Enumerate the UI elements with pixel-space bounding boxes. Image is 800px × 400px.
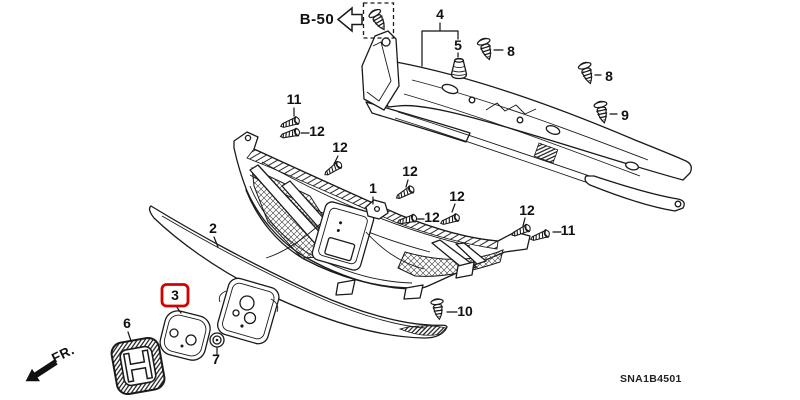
- emblem-housing: [217, 277, 280, 345]
- callout-5[interactable]: 5: [454, 37, 462, 53]
- screw-part12-b: [322, 159, 344, 179]
- grille-molding-part2: [148, 205, 448, 345]
- fr-direction-arrow: [25, 359, 58, 382]
- highlight-box-part3: [160, 283, 190, 308]
- callouts: 4 5 8 8 9 11 12 12 12 12 12 12 11 1 2 6 …: [123, 6, 629, 367]
- grille-rim-band: [246, 148, 499, 250]
- clip-part10: [429, 297, 447, 321]
- callout-12-c[interactable]: 12: [402, 163, 418, 179]
- callout-1[interactable]: 1: [369, 180, 377, 196]
- hood-air-guide-part4: [361, 30, 692, 212]
- b50-label[interactable]: B-50: [300, 11, 335, 28]
- b50-arrow-icon: [336, 6, 363, 33]
- screw-part12-a: [278, 127, 301, 141]
- h-logo-glyph: [122, 349, 154, 383]
- screw-part12-c: [394, 184, 416, 202]
- clip-part8-left: [475, 36, 497, 63]
- callout-2[interactable]: 2: [209, 220, 217, 236]
- callout-12-b[interactable]: 12: [332, 139, 348, 155]
- b50-dashed-box: [362, 2, 395, 39]
- callout-12-d[interactable]: 12: [424, 209, 440, 225]
- callout-4[interactable]: 4: [436, 6, 444, 22]
- b50-reference: B-50: [300, 2, 395, 39]
- screw-part11-upper-left: [278, 115, 302, 131]
- fasteners: [278, 6, 612, 321]
- callout-8-b[interactable]: 8: [605, 68, 613, 84]
- callout-9[interactable]: 9: [621, 107, 629, 123]
- honda-h-emblem-part6: [110, 336, 166, 396]
- callout-12-a[interactable]: 12: [309, 123, 325, 139]
- callout-12-f[interactable]: 12: [519, 202, 535, 218]
- fr-label: FR.: [49, 342, 76, 366]
- leader-lines: [127, 22, 618, 355]
- callout-7[interactable]: 7: [212, 351, 220, 367]
- callout-6[interactable]: 6: [123, 315, 131, 331]
- emblem-base-part3: [159, 310, 211, 361]
- front-direction-marker: FR.: [25, 342, 77, 382]
- callout-11-a[interactable]: 11: [287, 91, 302, 107]
- screw-part11-lower-right: [528, 228, 552, 244]
- callout-12-e[interactable]: 12: [449, 188, 465, 204]
- clip-b50: [366, 6, 391, 34]
- callout-11-b[interactable]: 11: [561, 222, 576, 238]
- diagram-code: SNA1B4501: [620, 373, 682, 385]
- callout-3[interactable]: 3: [171, 287, 179, 303]
- clip-part8-right: [576, 60, 598, 87]
- callout-10[interactable]: 10: [457, 303, 473, 319]
- molding-tip-shading: [398, 325, 447, 336]
- screw-part12-e: [438, 212, 462, 228]
- grille-center-bracket: [311, 201, 375, 271]
- shroud-grip-texture: [533, 142, 559, 164]
- front-grille-part1: [233, 131, 531, 300]
- callout-8-a[interactable]: 8: [507, 43, 515, 59]
- emblem-grommet-part7: [209, 332, 225, 348]
- cushion-part5: [450, 57, 468, 80]
- grille-mesh-right: [397, 249, 504, 277]
- clip-part9: [592, 99, 612, 125]
